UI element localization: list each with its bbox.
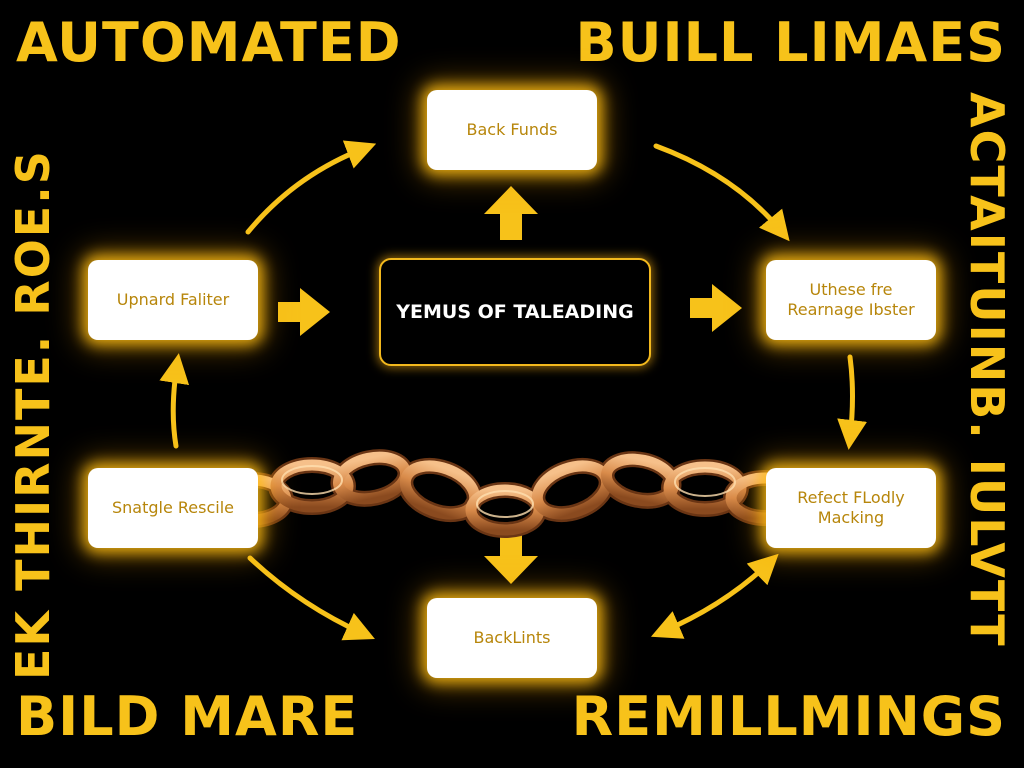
corner-title-bottom-right: REMILLMINGS: [571, 685, 1006, 748]
block-arrow-down: [484, 528, 538, 584]
central-concept-box: YEMUS OF TALEADING: [379, 258, 651, 366]
node-refect-flodly-macking: Refect FLodly Macking: [766, 468, 936, 548]
node-snatgle-rescile: Snatgle Rescile: [88, 468, 258, 548]
node-uthese-rearnage: Uthese fre Rearnage Ibster: [766, 260, 936, 340]
block-arrow-right-left: [278, 288, 330, 336]
node-back-funds: Back Funds: [427, 90, 597, 170]
arrow-curve-bottom-left: [247, 555, 375, 641]
arrow-curve-bottom-right: [650, 553, 779, 639]
arrow-left-up: [159, 353, 190, 449]
arrow-curve-top-left: [245, 140, 377, 235]
arrow-curve-top-right: [653, 143, 790, 242]
corner-title-bottom-left: BILD MARE: [16, 685, 359, 748]
corner-title-top-right: BUILL LIMAES: [575, 11, 1006, 74]
block-arrow-up: [484, 186, 538, 240]
chain-links-icon: [210, 449, 807, 538]
block-arrow-right-right: [690, 284, 742, 332]
arrow-right-down: [837, 354, 867, 450]
node-upnard-faliter: Upnard Faliter: [88, 260, 258, 340]
node-backlints: BackLints: [427, 598, 597, 678]
corner-title-top-left: AUTOMATED: [16, 11, 402, 74]
